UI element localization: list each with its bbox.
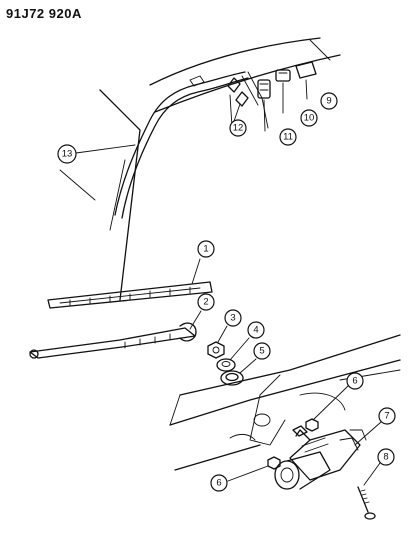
callout-1-label: 1 bbox=[203, 244, 208, 255]
nut-part bbox=[207, 341, 225, 359]
leader-6b bbox=[227, 465, 269, 482]
callout-6-lower-label: 6 bbox=[216, 478, 221, 489]
callout-13: 13 bbox=[57, 144, 77, 164]
leader-6a bbox=[312, 385, 349, 421]
callout-3: 3 bbox=[224, 309, 242, 327]
callout-3-label: 3 bbox=[230, 313, 235, 324]
diagram-code: 91J72 920A bbox=[6, 6, 82, 21]
leader-4 bbox=[229, 337, 250, 361]
callout-12-label: 12 bbox=[233, 123, 244, 134]
wiper-motor bbox=[274, 425, 367, 490]
leader-lines-upper bbox=[75, 79, 308, 154]
leader-7 bbox=[354, 421, 382, 446]
cap-part bbox=[275, 69, 291, 82]
callout-9-label: 9 bbox=[326, 96, 331, 107]
leader-5 bbox=[239, 358, 257, 374]
cap-nut-part bbox=[216, 358, 236, 372]
callout-4-label: 4 bbox=[253, 325, 258, 336]
callout-2: 2 bbox=[197, 293, 215, 311]
callout-13-label: 13 bbox=[62, 149, 73, 160]
roof-tailgate-outline bbox=[59, 37, 341, 301]
leader-1 bbox=[191, 258, 201, 285]
screw-part bbox=[357, 486, 376, 520]
leader-2 bbox=[189, 310, 202, 330]
callout-11: 11 bbox=[279, 128, 297, 146]
callout-7-label: 7 bbox=[384, 411, 389, 422]
leader-8 bbox=[363, 462, 381, 486]
wiper-arm bbox=[29, 322, 197, 359]
callout-5: 5 bbox=[253, 342, 271, 360]
mounting-bolt-lower bbox=[267, 456, 281, 470]
callout-11-label: 11 bbox=[283, 132, 293, 143]
cover-part bbox=[295, 61, 317, 79]
callout-6-lower: 6 bbox=[210, 474, 228, 492]
callout-10: 10 bbox=[300, 109, 318, 127]
nozzle-part bbox=[257, 79, 271, 99]
callout-4: 4 bbox=[247, 321, 265, 339]
leader-3 bbox=[217, 325, 228, 343]
grommet-part bbox=[220, 370, 244, 386]
wiper-blade bbox=[47, 281, 213, 309]
callout-9: 9 bbox=[320, 92, 338, 110]
mounting-bolt-upper bbox=[305, 418, 319, 432]
callout-6-upper: 6 bbox=[346, 372, 364, 390]
callout-6-upper-label: 6 bbox=[352, 376, 357, 387]
callout-2-label: 2 bbox=[203, 297, 208, 308]
callout-1: 1 bbox=[197, 240, 215, 258]
callout-8-label: 8 bbox=[383, 452, 388, 463]
tailgate-panel bbox=[169, 334, 401, 471]
callout-12: 12 bbox=[229, 119, 247, 137]
callout-8: 8 bbox=[377, 448, 395, 466]
washer-hose bbox=[114, 71, 269, 219]
callout-10-label: 10 bbox=[304, 113, 315, 124]
callout-5-label: 5 bbox=[259, 346, 264, 357]
callout-7: 7 bbox=[378, 407, 396, 425]
